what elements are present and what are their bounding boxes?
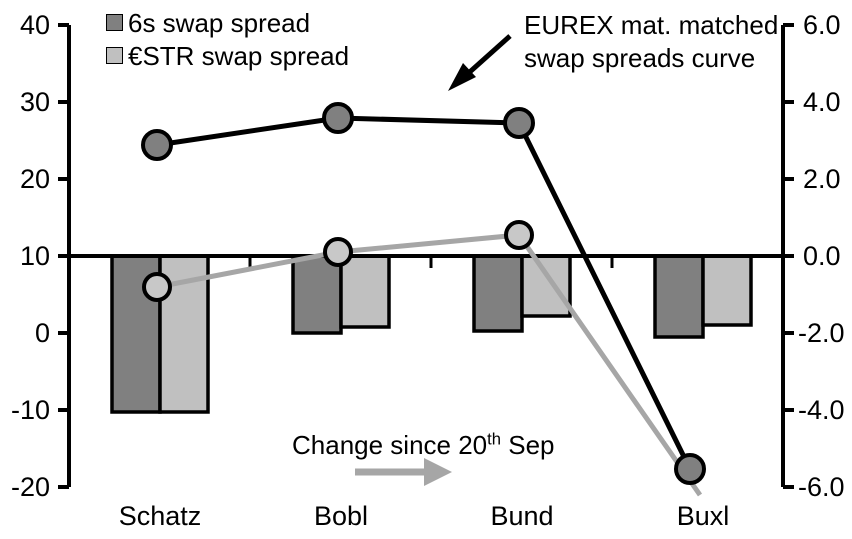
- category-label-bund: Bund: [490, 501, 554, 531]
- chart-legend: 6s swap spread €STR swap spread: [106, 6, 349, 72]
- marker-estr-bobl: [323, 237, 353, 267]
- bar-6s-buxl: [653, 254, 705, 339]
- left-axis-tick-label: -10: [10, 395, 50, 425]
- legend-item-estr-swap-spread: €STR swap spread: [106, 39, 349, 72]
- bar-estr-bund: [520, 254, 572, 318]
- legend-label-6s: 6s swap spread: [128, 7, 311, 38]
- line-eurex-matmatched: [156, 115, 693, 471]
- marker-estr-schatz: [142, 272, 172, 302]
- legend-swatch-6s-icon: [106, 14, 123, 31]
- callout-change-since-ordinal: th: [487, 429, 502, 449]
- bar-estr-bobl: [339, 254, 391, 329]
- bar-6s-bobl: [291, 254, 343, 335]
- callout-eurex-line1: EUREX mat. matched: [524, 10, 779, 40]
- category-label-bobl: Bobl: [313, 501, 369, 531]
- marker-eurex-bobl: [322, 102, 354, 134]
- callout-change-since-pre: Change since 20: [292, 430, 488, 460]
- legend-swatch-estr-icon: [106, 47, 123, 64]
- callout-arrow-icon: [448, 34, 512, 91]
- bar-6s-bund: [472, 254, 524, 333]
- left-axis-tick-label: 0: [34, 318, 50, 348]
- marker-eurex-buxl: [674, 453, 706, 485]
- left-axis-tick-label: 40: [19, 10, 50, 40]
- marker-eurex-bund: [503, 107, 535, 139]
- legend-label-estr: €STR swap spread: [128, 40, 350, 71]
- right-axis-tick-label: 6.0: [803, 10, 841, 40]
- callout-change-since-post: Sep: [501, 430, 555, 460]
- category-label-buxl: Buxl: [676, 501, 730, 531]
- line-estr-matmatched: [156, 232, 703, 497]
- left-axis-tick-label: 30: [19, 87, 50, 117]
- left-axis-tick-label: 20: [19, 164, 50, 194]
- category-label-schatz: Schatz: [118, 501, 202, 531]
- right-axis-tick-label: -2.0: [798, 318, 845, 348]
- left-axis-tick-label: -20: [10, 472, 50, 502]
- left-axis-tick-label: 10: [19, 241, 50, 271]
- legend-item-6s-swap-spread: 6s swap spread: [106, 6, 349, 39]
- right-axis-tick-label: 2.0: [803, 164, 841, 194]
- marker-estr-bund: [504, 220, 534, 250]
- marker-eurex-schatz: [141, 129, 173, 161]
- right-axis-tick-label: 4.0: [803, 87, 841, 117]
- right-axis-tick-label: 0.0: [803, 241, 841, 271]
- right-axis-tick-label: -4.0: [798, 395, 845, 425]
- bar-estr-buxl: [701, 254, 753, 327]
- callout-change-since: Change since 20th Sep: [292, 429, 555, 460]
- right-axis-tick-label: -6.0: [798, 472, 845, 502]
- change-since-arrow-icon: [355, 458, 452, 486]
- callout-eurex-line2: swap spreads curve: [524, 43, 756, 73]
